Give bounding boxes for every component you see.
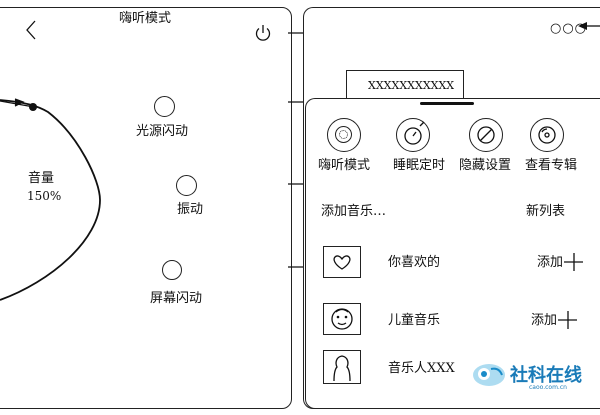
playlist-thumb [323,350,361,384]
volume-knob[interactable] [29,103,37,111]
plus-icon[interactable] [564,252,584,272]
back-chevron-icon[interactable] [24,20,38,40]
playlist-thumb [323,246,361,278]
light-flash-toggle[interactable] [154,96,175,117]
sleep-timer-label: 睡眠定时 [393,158,446,173]
power-icon[interactable] [254,24,272,42]
playlist-add-label: 添加 [531,313,558,328]
disc-icon [538,126,556,144]
watermark-brand: 社科在线 [510,365,582,386]
page-title: 嗨听模式 [119,11,172,26]
prohibited-icon [477,126,495,144]
sheet-handle[interactable] [420,102,474,105]
add-music-link[interactable]: 添加音乐… [321,204,387,219]
playlist-add-button[interactable]: 添加 [531,314,557,327]
playlist-name[interactable]: 儿童音乐 [388,313,441,328]
playlist-add-button[interactable]: 添加 [537,256,563,269]
light-flash-label: 光源闪动 [136,124,189,139]
volume-label: 音量 [28,171,55,186]
haiting-mode-label: 嗨听模式 [318,158,371,173]
volume-dial[interactable] [0,0,160,415]
heart-icon [333,255,351,270]
person-silhouette-icon [333,355,351,382]
baby-face-icon [331,308,353,330]
view-album-label: 查看专辑 [525,158,578,173]
vibrate-label: 振动 [177,202,204,217]
screen-flash-toggle[interactable] [162,260,182,280]
device-name: XXXXXXXXXXX [368,79,455,92]
sleep-timer-button[interactable] [396,118,430,152]
haiting-mode-screen [0,7,292,409]
vibrate-toggle[interactable] [176,175,197,196]
hide-settings-label: 隐藏设置 [459,158,512,173]
timer-icon [404,121,425,145]
new-list-button[interactable]: 新列表 [526,204,566,219]
playlist-thumb [323,303,361,335]
playlist-add-label: 添加 [537,255,564,270]
haiting-mode-button[interactable] [327,118,361,152]
playlist-name[interactable]: 音乐人XXX [388,361,455,376]
view-album-button[interactable] [530,118,564,152]
volume-value: 150% [27,189,62,203]
cloud-logo-icon [473,364,505,386]
playlist-name[interactable]: 你喜欢的 [388,255,441,270]
annotation-arrow [578,22,600,30]
plus-icon[interactable] [558,310,578,330]
dotted-ball-icon [335,126,352,143]
hide-settings-button[interactable] [469,118,503,152]
more-options-icon[interactable]: ○○○ [550,21,588,36]
watermark-url: caoo.com.cn [529,384,567,391]
screen-flash-label: 屏幕闪动 [150,291,203,306]
